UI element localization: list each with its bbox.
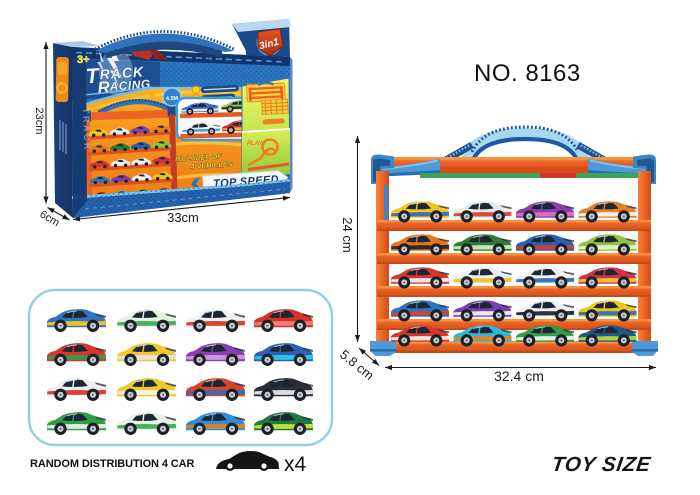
- svg-text:4 VEHICLES: 4 VEHICLES: [189, 159, 233, 171]
- svg-text:x4: x4: [284, 453, 307, 476]
- svg-text:NO. 8163: NO. 8163: [474, 60, 581, 87]
- svg-text:TOY SIZE: TOY SIZE: [550, 453, 653, 476]
- svg-text:PLAY: PLAY: [247, 141, 264, 147]
- svg-text:33cm: 33cm: [167, 210, 199, 225]
- svg-text:32.4 cm: 32.4 cm: [494, 368, 544, 384]
- svg-text:3+: 3+: [77, 54, 90, 66]
- svg-text:3in1: 3in1: [258, 37, 281, 53]
- svg-text:TRACK: TRACK: [81, 108, 93, 152]
- svg-text:T: T: [85, 64, 102, 88]
- svg-text:RACK: RACK: [99, 63, 144, 82]
- svg-text:23cm: 23cm: [33, 108, 45, 135]
- svg-text:RANDOM DISTRIBUTION 4 CAR: RANDOM DISTRIBUTION 4 CAR: [30, 458, 194, 470]
- svg-text:24 cm: 24 cm: [340, 217, 355, 252]
- svg-text:4.5M: 4.5M: [166, 96, 179, 102]
- svg-text:INCLUDED OF: INCLUDED OF: [175, 153, 223, 163]
